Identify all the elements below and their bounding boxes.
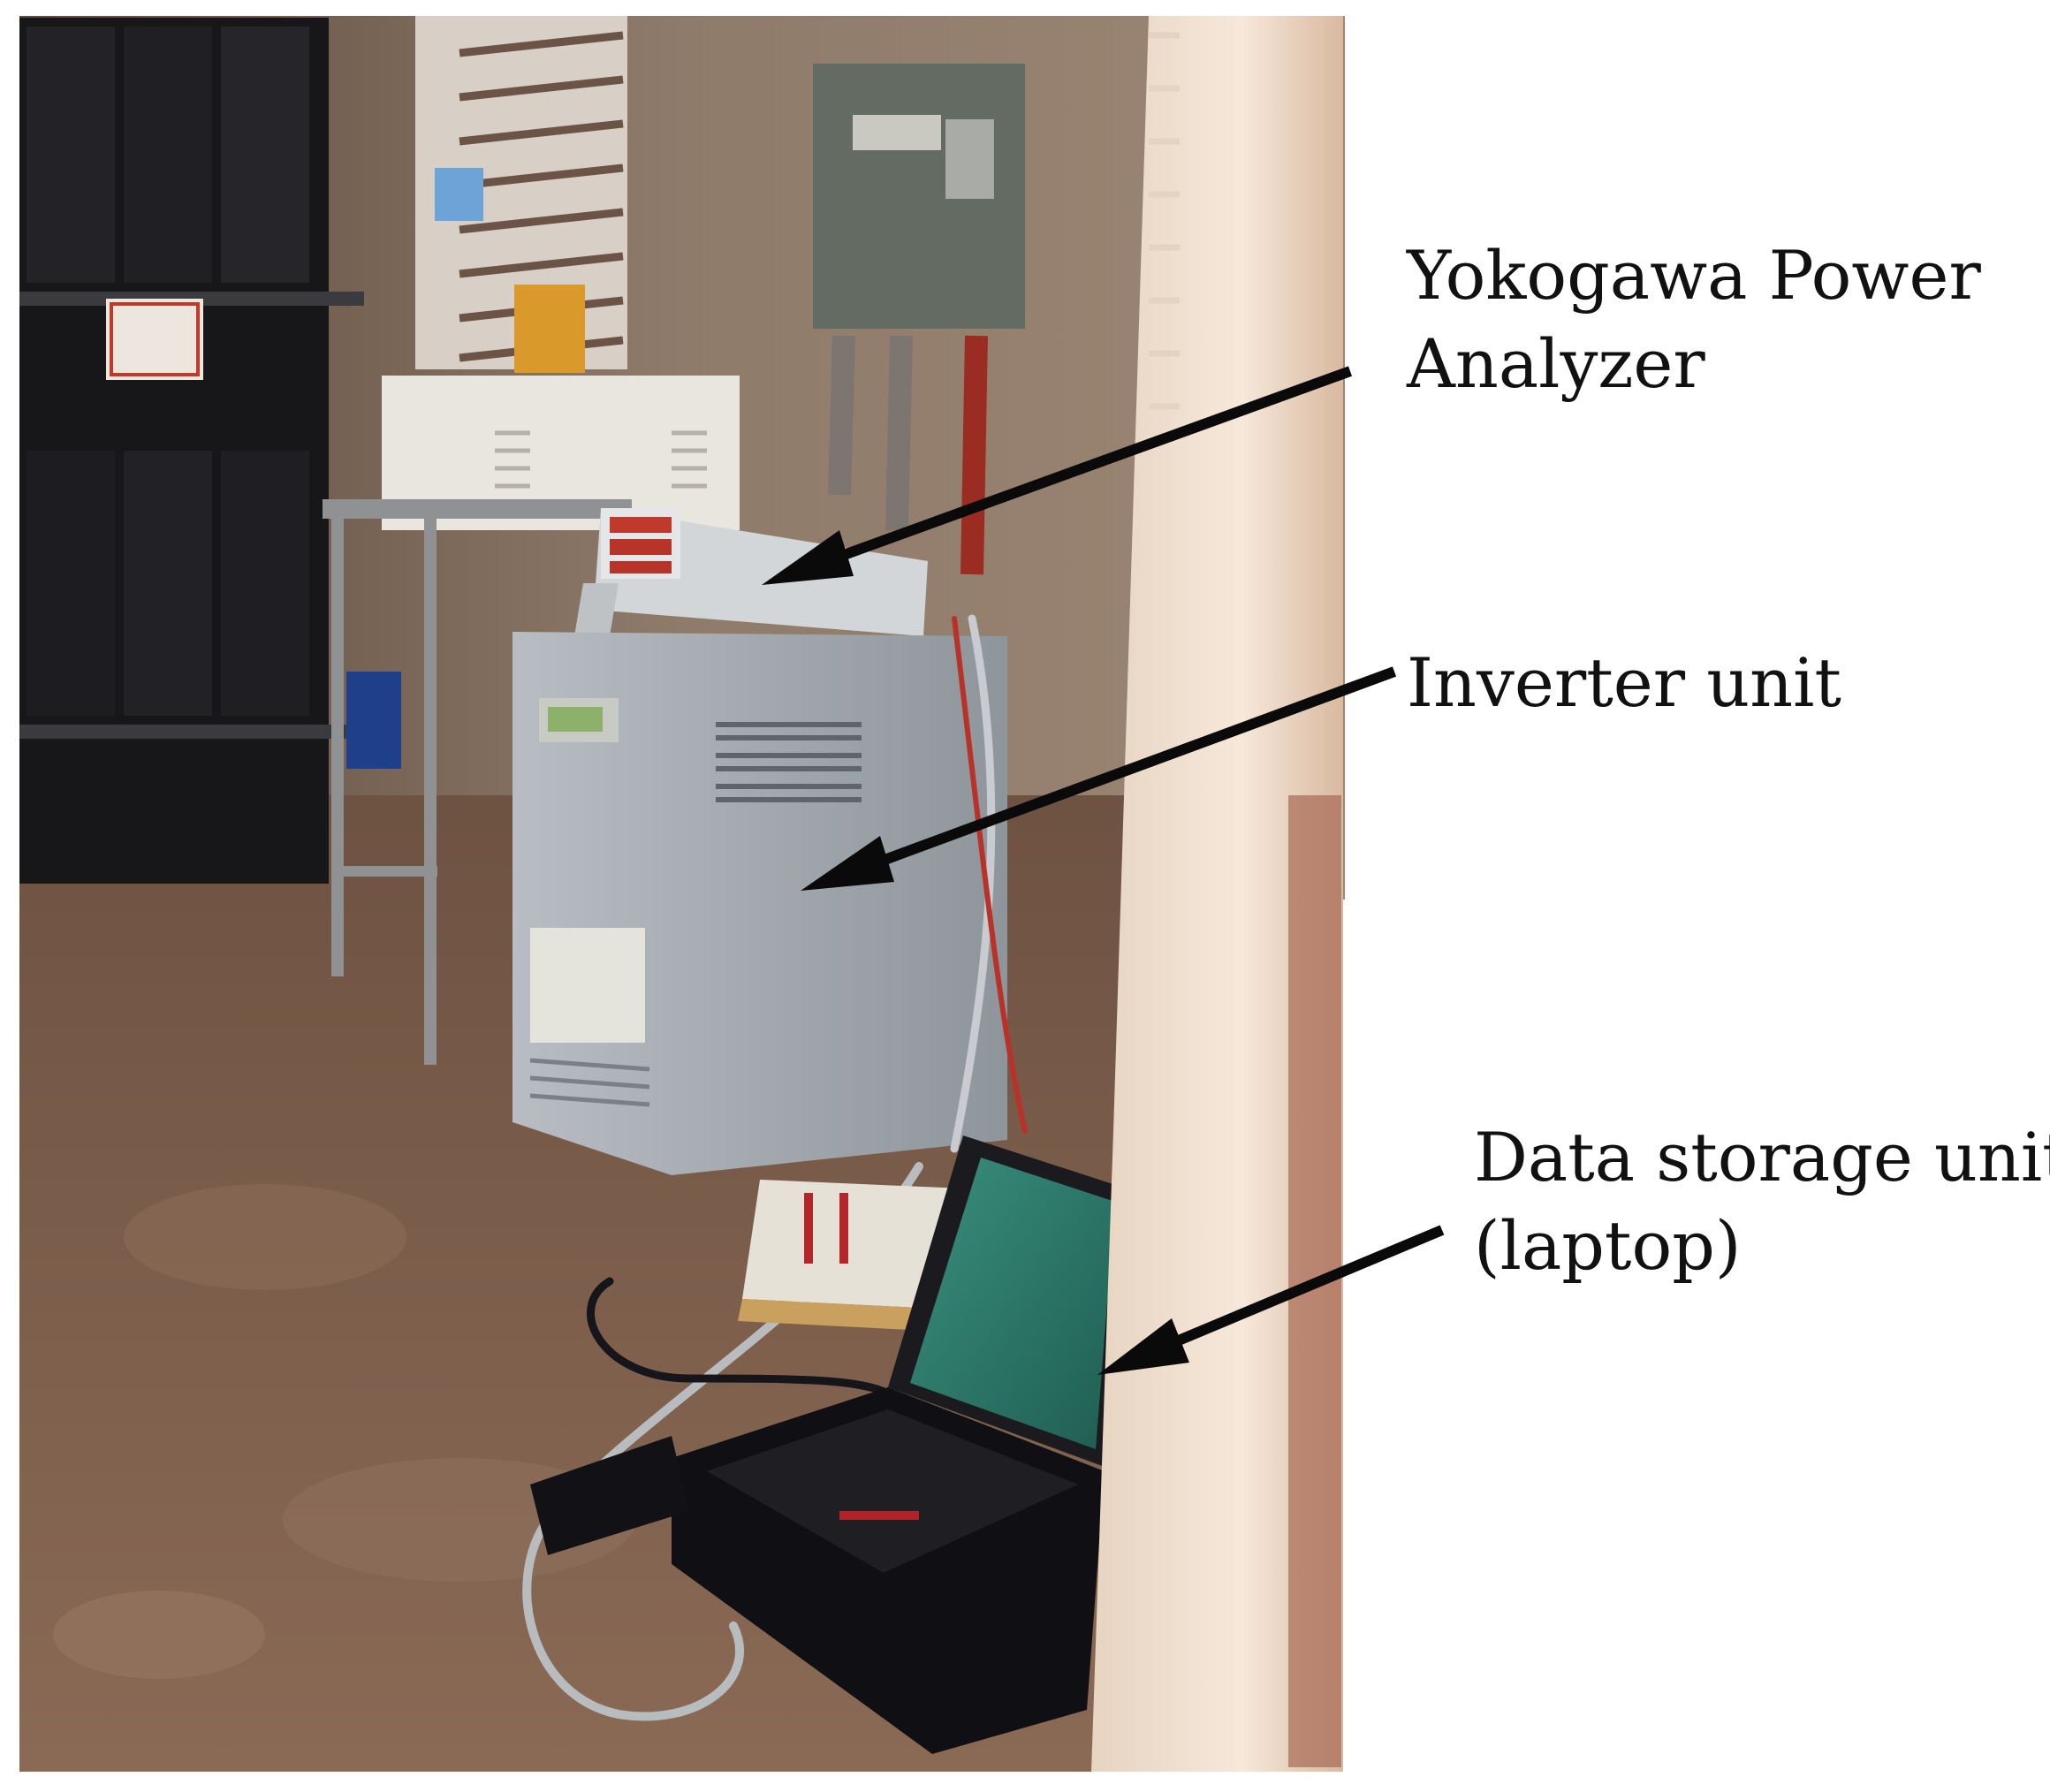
warning-sign xyxy=(106,299,203,380)
battery-block xyxy=(124,451,212,716)
floor-stain xyxy=(53,1591,265,1679)
cabinet-label xyxy=(530,928,645,1043)
label-yokogawa-power-analyzer: Yokogawa Power Analyzer xyxy=(1407,232,1981,409)
label-line: Inverter unit xyxy=(1407,643,1841,722)
red-cable xyxy=(960,335,988,575)
label-line: Analyzer xyxy=(1407,324,1705,404)
battery-block xyxy=(124,27,212,283)
arrow-yokogawa xyxy=(762,366,1353,585)
rack-shelf xyxy=(19,725,364,739)
battery-block xyxy=(221,451,309,716)
warning-sign-border xyxy=(110,302,200,376)
metal-table xyxy=(323,499,632,1065)
arrow-laptop xyxy=(1097,1225,1445,1375)
blue-sign xyxy=(346,672,401,769)
battery-block xyxy=(27,27,115,283)
battery-block xyxy=(221,27,309,283)
label-line: Yokogawa Power xyxy=(1407,236,1981,315)
label-inverter-unit: Inverter unit xyxy=(1407,639,1841,727)
floor-stain xyxy=(124,1184,406,1290)
photo-area xyxy=(19,16,1345,1772)
power-strip xyxy=(738,1180,963,1330)
cabinet-vents xyxy=(716,722,862,802)
label-data-storage-unit: Data storage unit (laptop) xyxy=(1474,1113,2050,1291)
cabinet-bottom-vents xyxy=(529,1058,650,1107)
cup xyxy=(435,168,483,221)
trackpoint-bar xyxy=(839,1511,919,1520)
label-line: Data storage unit xyxy=(1474,1118,2050,1196)
panel-meter xyxy=(945,119,994,199)
panel-breakers xyxy=(853,115,941,150)
laptop xyxy=(530,1135,1127,1754)
label-line: (laptop) xyxy=(1474,1206,1742,1286)
stabilizer-vents xyxy=(495,430,707,489)
battery-block xyxy=(27,451,115,716)
conduits xyxy=(828,335,913,531)
multimeter xyxy=(514,285,585,373)
annotation-arrows xyxy=(762,366,1445,1375)
inverter-cabinet xyxy=(512,632,1007,1175)
arrow-inverter xyxy=(801,666,1397,891)
louver xyxy=(1149,32,1180,410)
power-analyzer xyxy=(574,508,928,636)
